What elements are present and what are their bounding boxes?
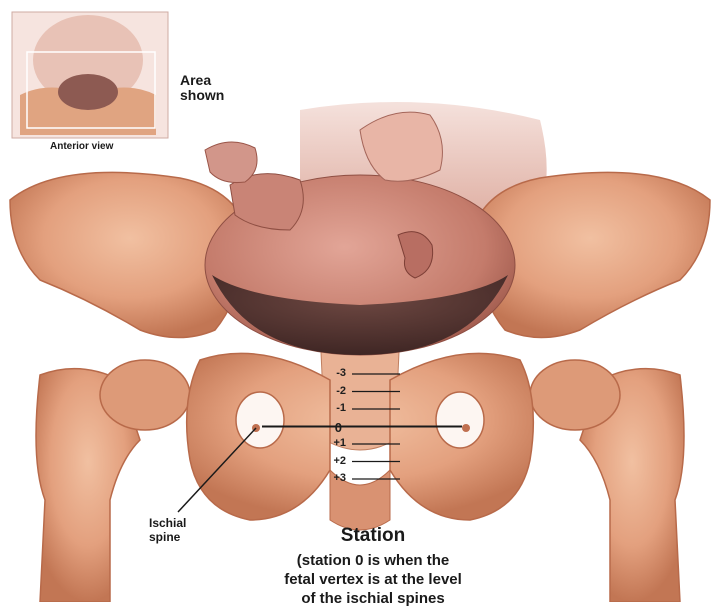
- left-obturator-foramen: [236, 392, 284, 448]
- inset-fetal-head: [58, 74, 118, 110]
- station-tick-label: +3: [316, 472, 346, 484]
- station-tick-label: 0: [312, 420, 342, 435]
- station-tick-label: +1: [316, 437, 346, 449]
- station-tick-label: -1: [316, 402, 346, 414]
- area-shown-label: Area shown: [180, 73, 224, 103]
- station-tick-label: +2: [316, 455, 346, 467]
- station-tick-label: -2: [316, 385, 346, 397]
- station-tick-label: -3: [316, 367, 346, 379]
- station-description: (station 0 is when the fetal vertex is a…: [0, 551, 720, 608]
- fetal-fist: [205, 142, 257, 183]
- right-obturator-foramen: [436, 392, 484, 448]
- station-title: Station: [0, 525, 720, 547]
- anterior-view-label: Anterior view: [50, 141, 113, 152]
- right-ischial-spine: [462, 424, 470, 432]
- right-femoral-head: [530, 360, 620, 430]
- left-femoral-head: [100, 360, 190, 430]
